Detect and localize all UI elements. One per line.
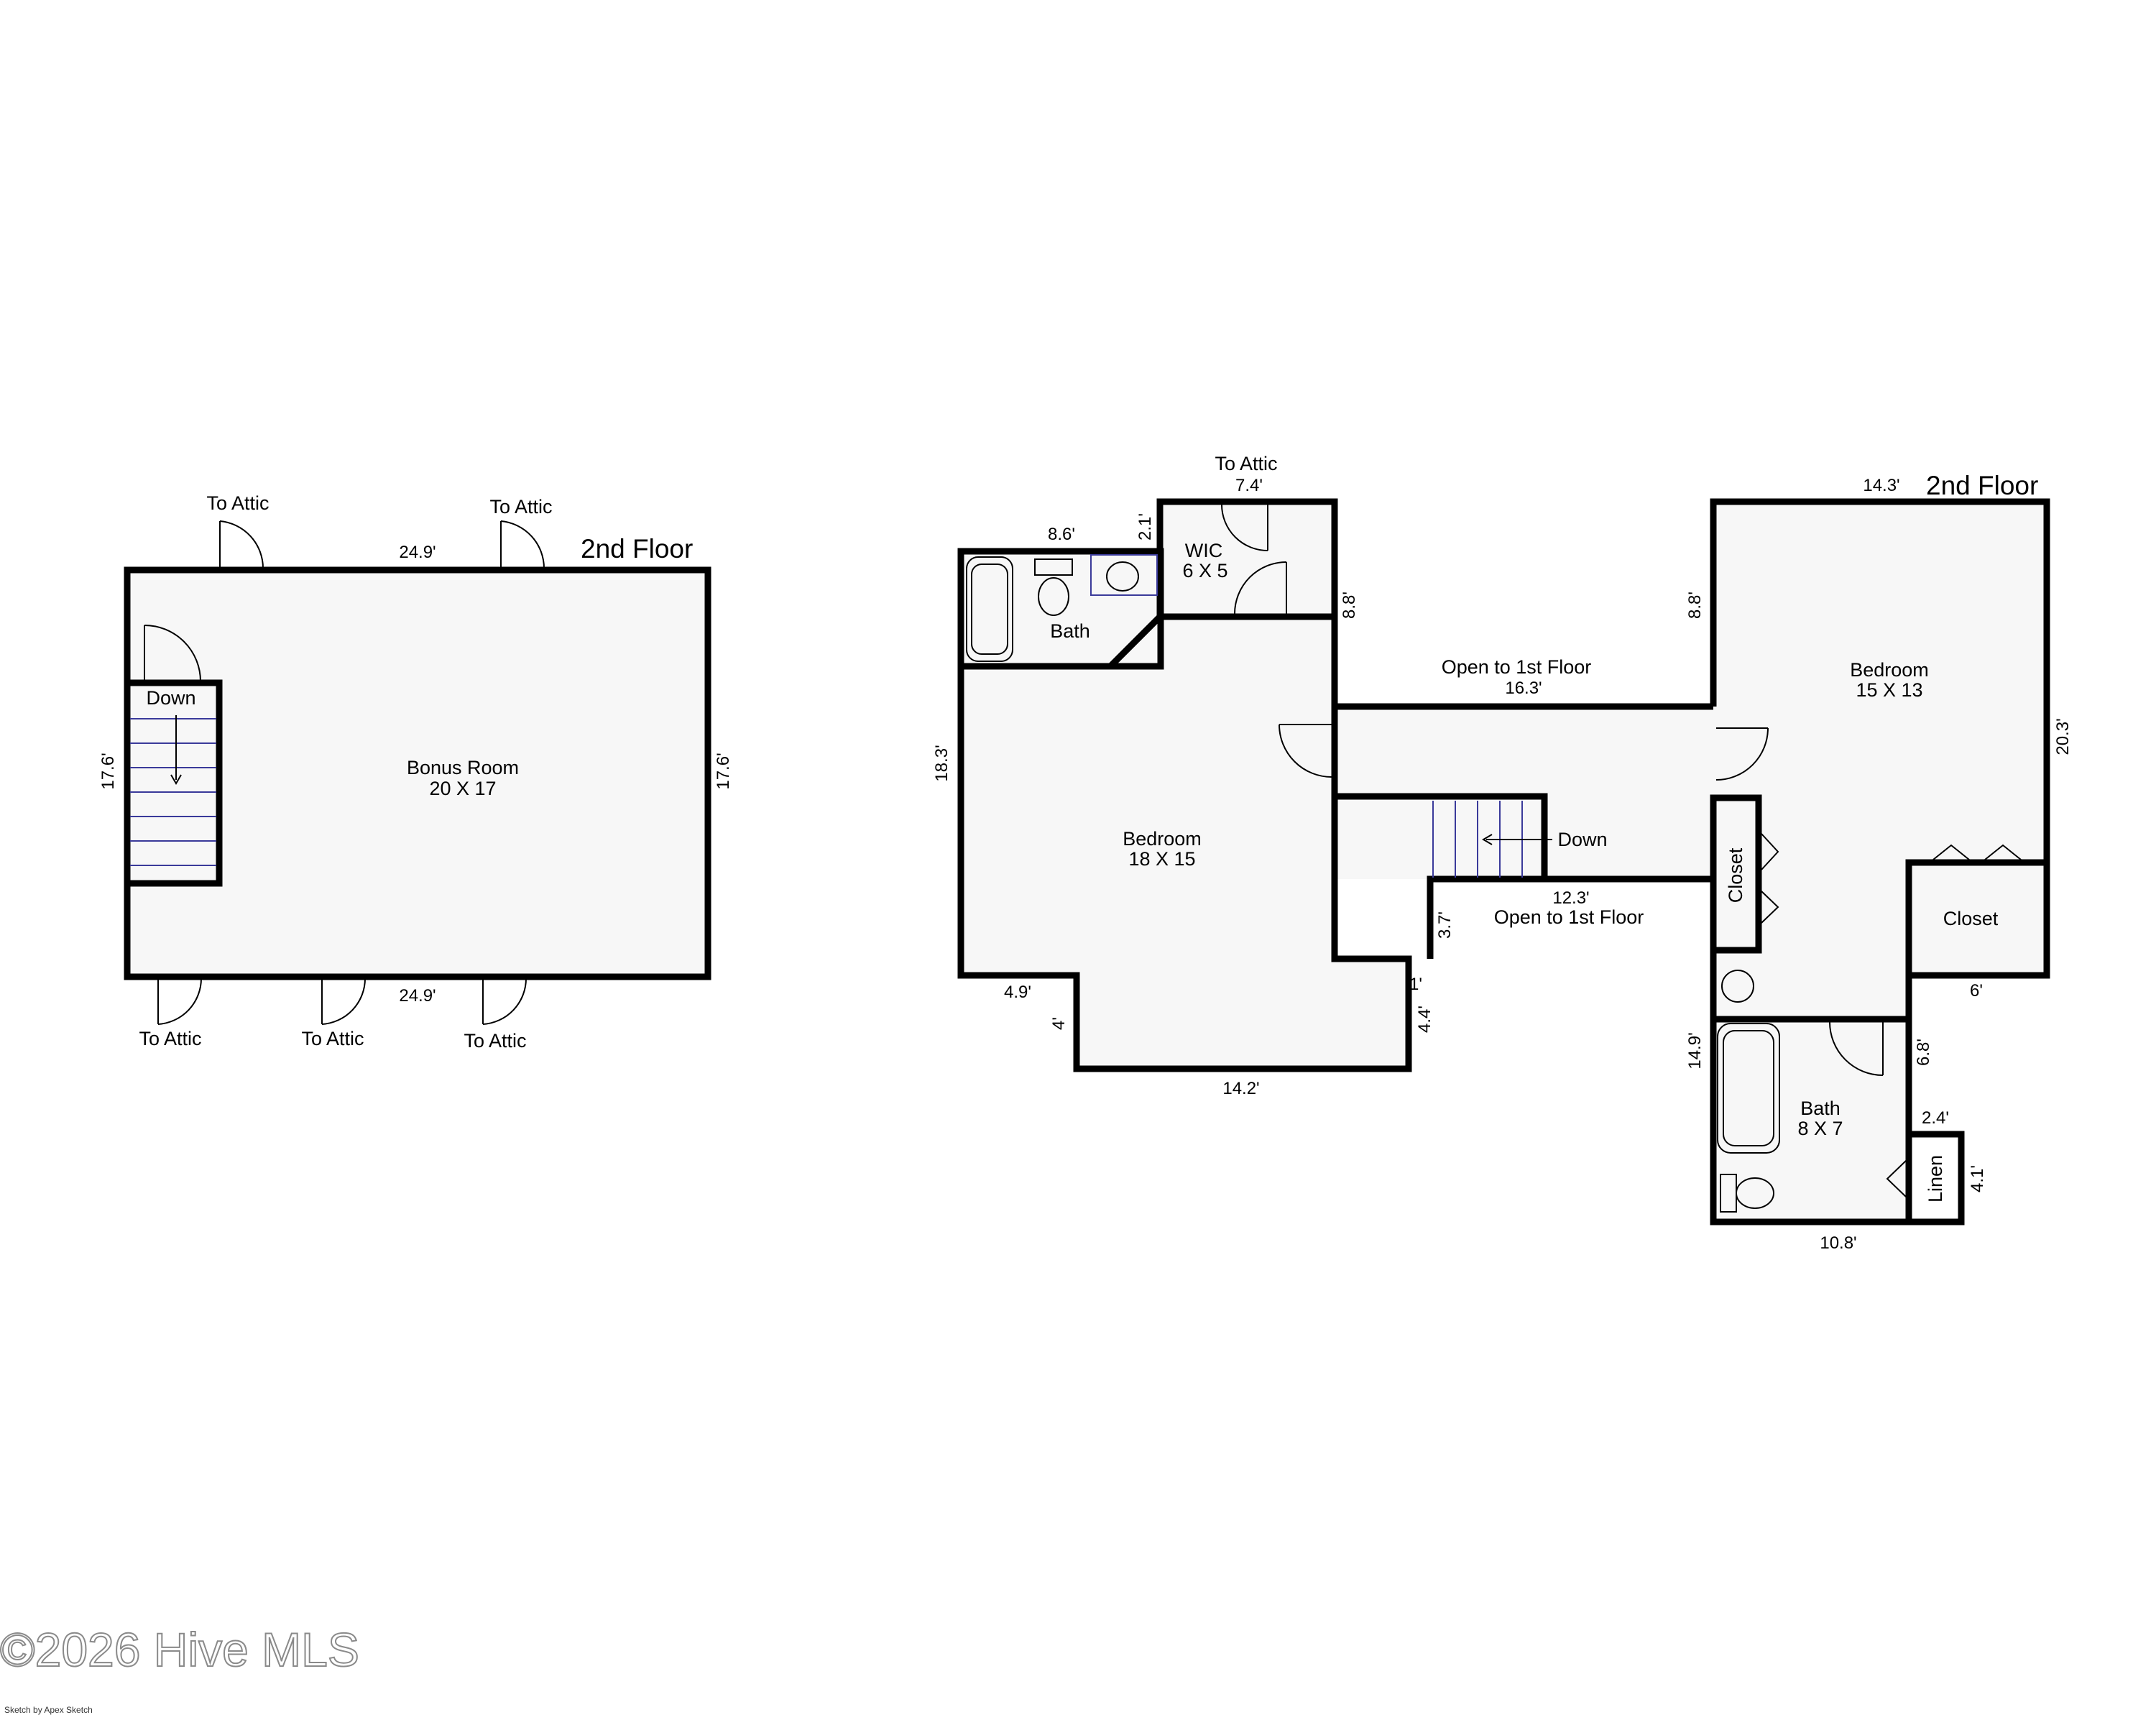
bedroom-right-door [1715,727,1769,781]
right-floor-title: 2nd Floor [1926,471,2038,500]
right-stairs-label: Down [1557,829,1607,850]
attic-label-bottom-1: To Attic [139,1028,201,1049]
dim-linen-top: 2.4' [1922,1108,1949,1128]
attic-label-bottom-3: To Attic [464,1030,526,1052]
dim-notch-small: 1' [1409,975,1422,994]
bath-left-name: Bath [1050,620,1090,642]
open-lower-label: Open to 1st Floor [1494,906,1644,928]
right-plan-walls [957,498,2050,1225]
left-floor-title: 2nd Floor [581,534,693,564]
closet-right-label: Closet [1943,908,1999,929]
bedroom-right-size: 15 X 13 [1856,679,1922,701]
tub-right-icon [1717,1023,1780,1154]
dim-bedroom-right-left: 8.8' [1685,592,1705,619]
dim-open-lower: 12.3' [1552,888,1589,908]
attic-door-top-1 [219,520,264,569]
dim-wic-right: 8.8' [1340,592,1359,619]
sink-right-icon [1721,970,1754,1003]
tub-left-icon [966,556,1013,662]
sketch-credit: Sketch by Apex Sketch [4,1705,93,1715]
bath-right-door [1829,1021,1884,1076]
wic-door-inner [1234,561,1287,615]
dim-bath-right-side: 14.9' [1685,1032,1705,1069]
dim-notch-side: 4.4' [1415,1006,1434,1033]
attic-door-bottom-2 [321,978,367,1025]
left-floor-plan: 2nd Floor Bonus Room 20 X 17 Down To Att… [98,492,733,1052]
dim-wic-side: 2.1' [1135,513,1155,541]
dim-linen-side: 4.1' [1968,1165,1987,1192]
bedroom-left-door [1279,724,1332,778]
linen-label: Linen [1925,1155,1946,1202]
dim-bottom-step: 4' [1049,1017,1069,1030]
watermark: ©2026 Hive MLS [0,1623,359,1676]
open-upper-label: Open to 1st Floor [1442,656,1592,678]
dim-bottom: 14.2' [1222,1079,1259,1098]
attic-door-bottom-3 [482,978,528,1025]
dim-stair-side: 3.7' [1435,911,1455,939]
dim-closet-bottom: 6' [1970,981,1983,1001]
closet-bifold-doors [1761,833,2022,1197]
dim-bath-right-notch: 6.8' [1914,1039,1933,1066]
stairs-left-box [124,679,223,887]
bonus-room-area [127,570,708,977]
bedroom-right-name: Bedroom [1850,659,1929,681]
right-plan-fills [961,502,2047,1222]
dim-wic-top: 7.4' [1235,476,1263,495]
dim-bath-top: 8.6' [1048,525,1075,544]
attic-label-top-2: To Attic [489,496,552,518]
bonus-room-size: 20 X 17 [429,778,496,799]
dim-left-side: 17.6' [98,753,118,789]
right-floor-plan: 2nd Floor To Attic Bath WIC 6 X 5 Bedroo… [932,453,2073,1253]
bath-right-size: 8 X 7 [1797,1118,1843,1139]
toilet-left-icon [1034,558,1073,616]
dim-bath-right-bottom: 10.8' [1820,1233,1856,1253]
bedroom-left-name: Bedroom [1123,828,1202,850]
dim-right-side: 17.6' [714,753,733,789]
dim-bedroom-right-side: 20.3' [2053,718,2073,755]
stairs-left-arrow [170,715,182,785]
stair-door-swing [144,625,201,682]
wic-name: WIC [1185,540,1222,561]
toilet-right-icon [1720,1174,1774,1213]
attic-label-bottom-2: To Attic [301,1028,364,1049]
bonus-room-name: Bonus Room [407,757,519,778]
wic-door-top [1221,504,1268,551]
dim-bedroom-left-side: 18.3' [932,745,952,781]
dim-left-bottom: 24.9' [399,986,436,1006]
bath-right-name: Bath [1800,1098,1841,1119]
dim-left-top: 24.9' [399,543,436,562]
right-attic-label: To Attic [1215,453,1277,474]
bedroom-left-size: 18 X 15 [1128,848,1195,870]
dim-bottom-left: 4.9' [1004,983,1031,1002]
closet-vertical-label: Closet [1725,847,1746,903]
attic-door-bottom-1 [157,978,203,1025]
dim-bedroom-right-top: 14.3' [1863,476,1899,495]
attic-label-top-1: To Attic [206,492,269,514]
attic-door-top-2 [500,520,545,569]
dim-open-upper: 16.3' [1505,679,1542,698]
wic-size: 6 X 5 [1182,560,1227,581]
left-stairs-label: Down [146,687,195,709]
sink-left-icon [1090,554,1158,596]
stairs-left-treads [130,718,216,866]
stairs-right-arrow [1482,834,1552,845]
